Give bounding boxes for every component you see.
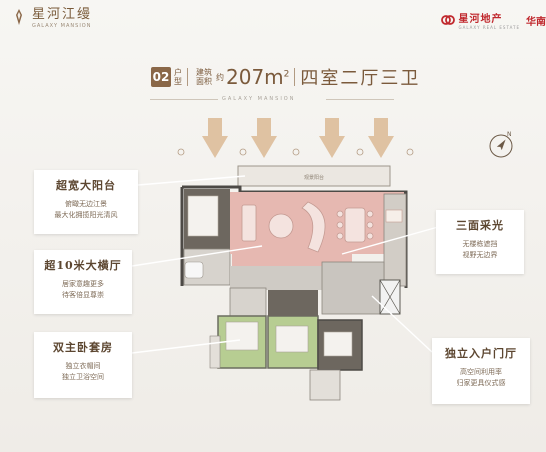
callout-desc: 无楼栋遮挡 视野无边界 bbox=[436, 239, 524, 261]
svg-text:N: N bbox=[507, 131, 512, 138]
elevator-cross-icon bbox=[379, 279, 401, 315]
callout-line: 最大化拥揽阳光清风 bbox=[54, 211, 118, 219]
north-compass-icon: N bbox=[489, 131, 513, 158]
callout-line: 俯瞰无边江景 bbox=[65, 200, 107, 208]
type-label-2: 型 bbox=[174, 77, 182, 86]
callout-desc: 独立衣帽间 独立卫浴空间 bbox=[34, 361, 132, 383]
area-about: 约 bbox=[216, 72, 224, 82]
developer-subtitle: GALAXY REAL ESTATE bbox=[458, 25, 520, 30]
galaxy-logo-icon bbox=[16, 9, 22, 25]
callout-title: 独立入户门厅 bbox=[445, 347, 517, 360]
brand-title: 星河江缦 bbox=[32, 7, 93, 22]
sofa-set bbox=[241, 201, 326, 253]
dining-table bbox=[336, 207, 374, 243]
callout-title: 三面采光 bbox=[456, 219, 504, 232]
area-value: 207m2 bbox=[226, 65, 289, 89]
callout-line: 待客倍显尊崇 bbox=[62, 291, 104, 299]
title-divider-2 bbox=[294, 68, 296, 86]
kitchen bbox=[383, 193, 407, 287]
bottom-balcony bbox=[309, 369, 341, 401]
kitchen-counter bbox=[385, 209, 403, 223]
callout-title: 超10米大横厅 bbox=[44, 259, 122, 272]
callout-line: 视野无边界 bbox=[462, 251, 498, 259]
bed-3 bbox=[275, 325, 309, 353]
callout-line: 高空间利用率 bbox=[460, 368, 502, 376]
sunlight-arrows bbox=[202, 118, 394, 158]
callout-leaders bbox=[131, 175, 439, 354]
callout-desc: 居家意趣更多 待客倍显尊崇 bbox=[34, 279, 132, 301]
callout-title: 双主卧套房 bbox=[53, 341, 113, 354]
unit-type-label: 户 型 bbox=[174, 68, 182, 86]
callout-lighting: 三面采光 无楼栋遮挡 视野无边界 bbox=[436, 210, 524, 274]
bed-2 bbox=[225, 321, 259, 351]
entrance-hall bbox=[321, 261, 385, 315]
area-label-1: 建筑 bbox=[196, 68, 212, 77]
brand-subtitle: GALAXY MANSION bbox=[32, 23, 92, 29]
area-label-2: 面积 bbox=[196, 77, 212, 86]
brand-logo-left: 星河江缦 GALAXY MANSION bbox=[12, 8, 92, 29]
callout-line: 独立卫浴空间 bbox=[62, 373, 104, 381]
callout-line: 无楼栋遮挡 bbox=[462, 240, 498, 248]
bathroom-2 bbox=[229, 287, 267, 317]
type-label-1: 户 bbox=[174, 68, 182, 77]
area-unit-sup: 2 bbox=[283, 69, 290, 80]
callout-title: 超宽大阳台 bbox=[56, 179, 116, 192]
callout-desc: 俯瞰无边江景 最大化拥揽阳光清风 bbox=[34, 199, 138, 221]
developer-region: 华南 bbox=[526, 16, 546, 28]
area-label: 建筑 面积 bbox=[196, 68, 212, 86]
side-balcony bbox=[209, 335, 221, 369]
callout-entrance: 独立入户门厅 高空间利用率 归家更具仪式感 bbox=[432, 338, 530, 404]
layout-name: 四室二厅三卫 bbox=[300, 68, 421, 89]
developer-title: 星河地产 bbox=[458, 14, 503, 25]
subtitle-line-left bbox=[150, 99, 218, 100]
bed-4 bbox=[323, 331, 353, 357]
corridor bbox=[230, 266, 322, 290]
unit-code-badge: 02 bbox=[151, 67, 171, 87]
brand-logo-right: 星河地产 GALAXY REAL ESTATE 华南 bbox=[440, 10, 546, 30]
callout-desc: 高空间利用率 归家更具仪式感 bbox=[432, 367, 530, 389]
living-room-lower bbox=[232, 238, 352, 266]
light-markers bbox=[177, 148, 414, 156]
subtitle-line-right bbox=[326, 99, 394, 100]
wardrobe bbox=[268, 290, 318, 316]
callout-living-room: 超10米大横厅 居家意趣更多 待客倍显尊崇 bbox=[34, 250, 132, 314]
area-number: 207m bbox=[226, 65, 284, 89]
developer-logo-icon bbox=[440, 15, 455, 25]
unit-title: 02 户 型 建筑 面积 约 207m2 四室二厅三卫 bbox=[151, 63, 420, 91]
callout-master-bedroom: 双主卧套房 独立衣帽间 独立卫浴空间 bbox=[34, 332, 132, 398]
callout-balcony: 超宽大阳台 俯瞰无边江景 最大化拥揽阳光清风 bbox=[34, 170, 138, 234]
balcony-label: 观景阳台 bbox=[304, 174, 324, 181]
unit-subtitle: GALAXY MANSION bbox=[222, 96, 296, 102]
bed-1 bbox=[187, 195, 219, 237]
callout-line: 独立衣帽间 bbox=[65, 362, 101, 370]
title-divider bbox=[187, 68, 188, 86]
bathtub bbox=[184, 261, 204, 279]
callout-line: 居家意趣更多 bbox=[62, 280, 104, 288]
callout-line: 归家更具仪式感 bbox=[456, 379, 506, 387]
